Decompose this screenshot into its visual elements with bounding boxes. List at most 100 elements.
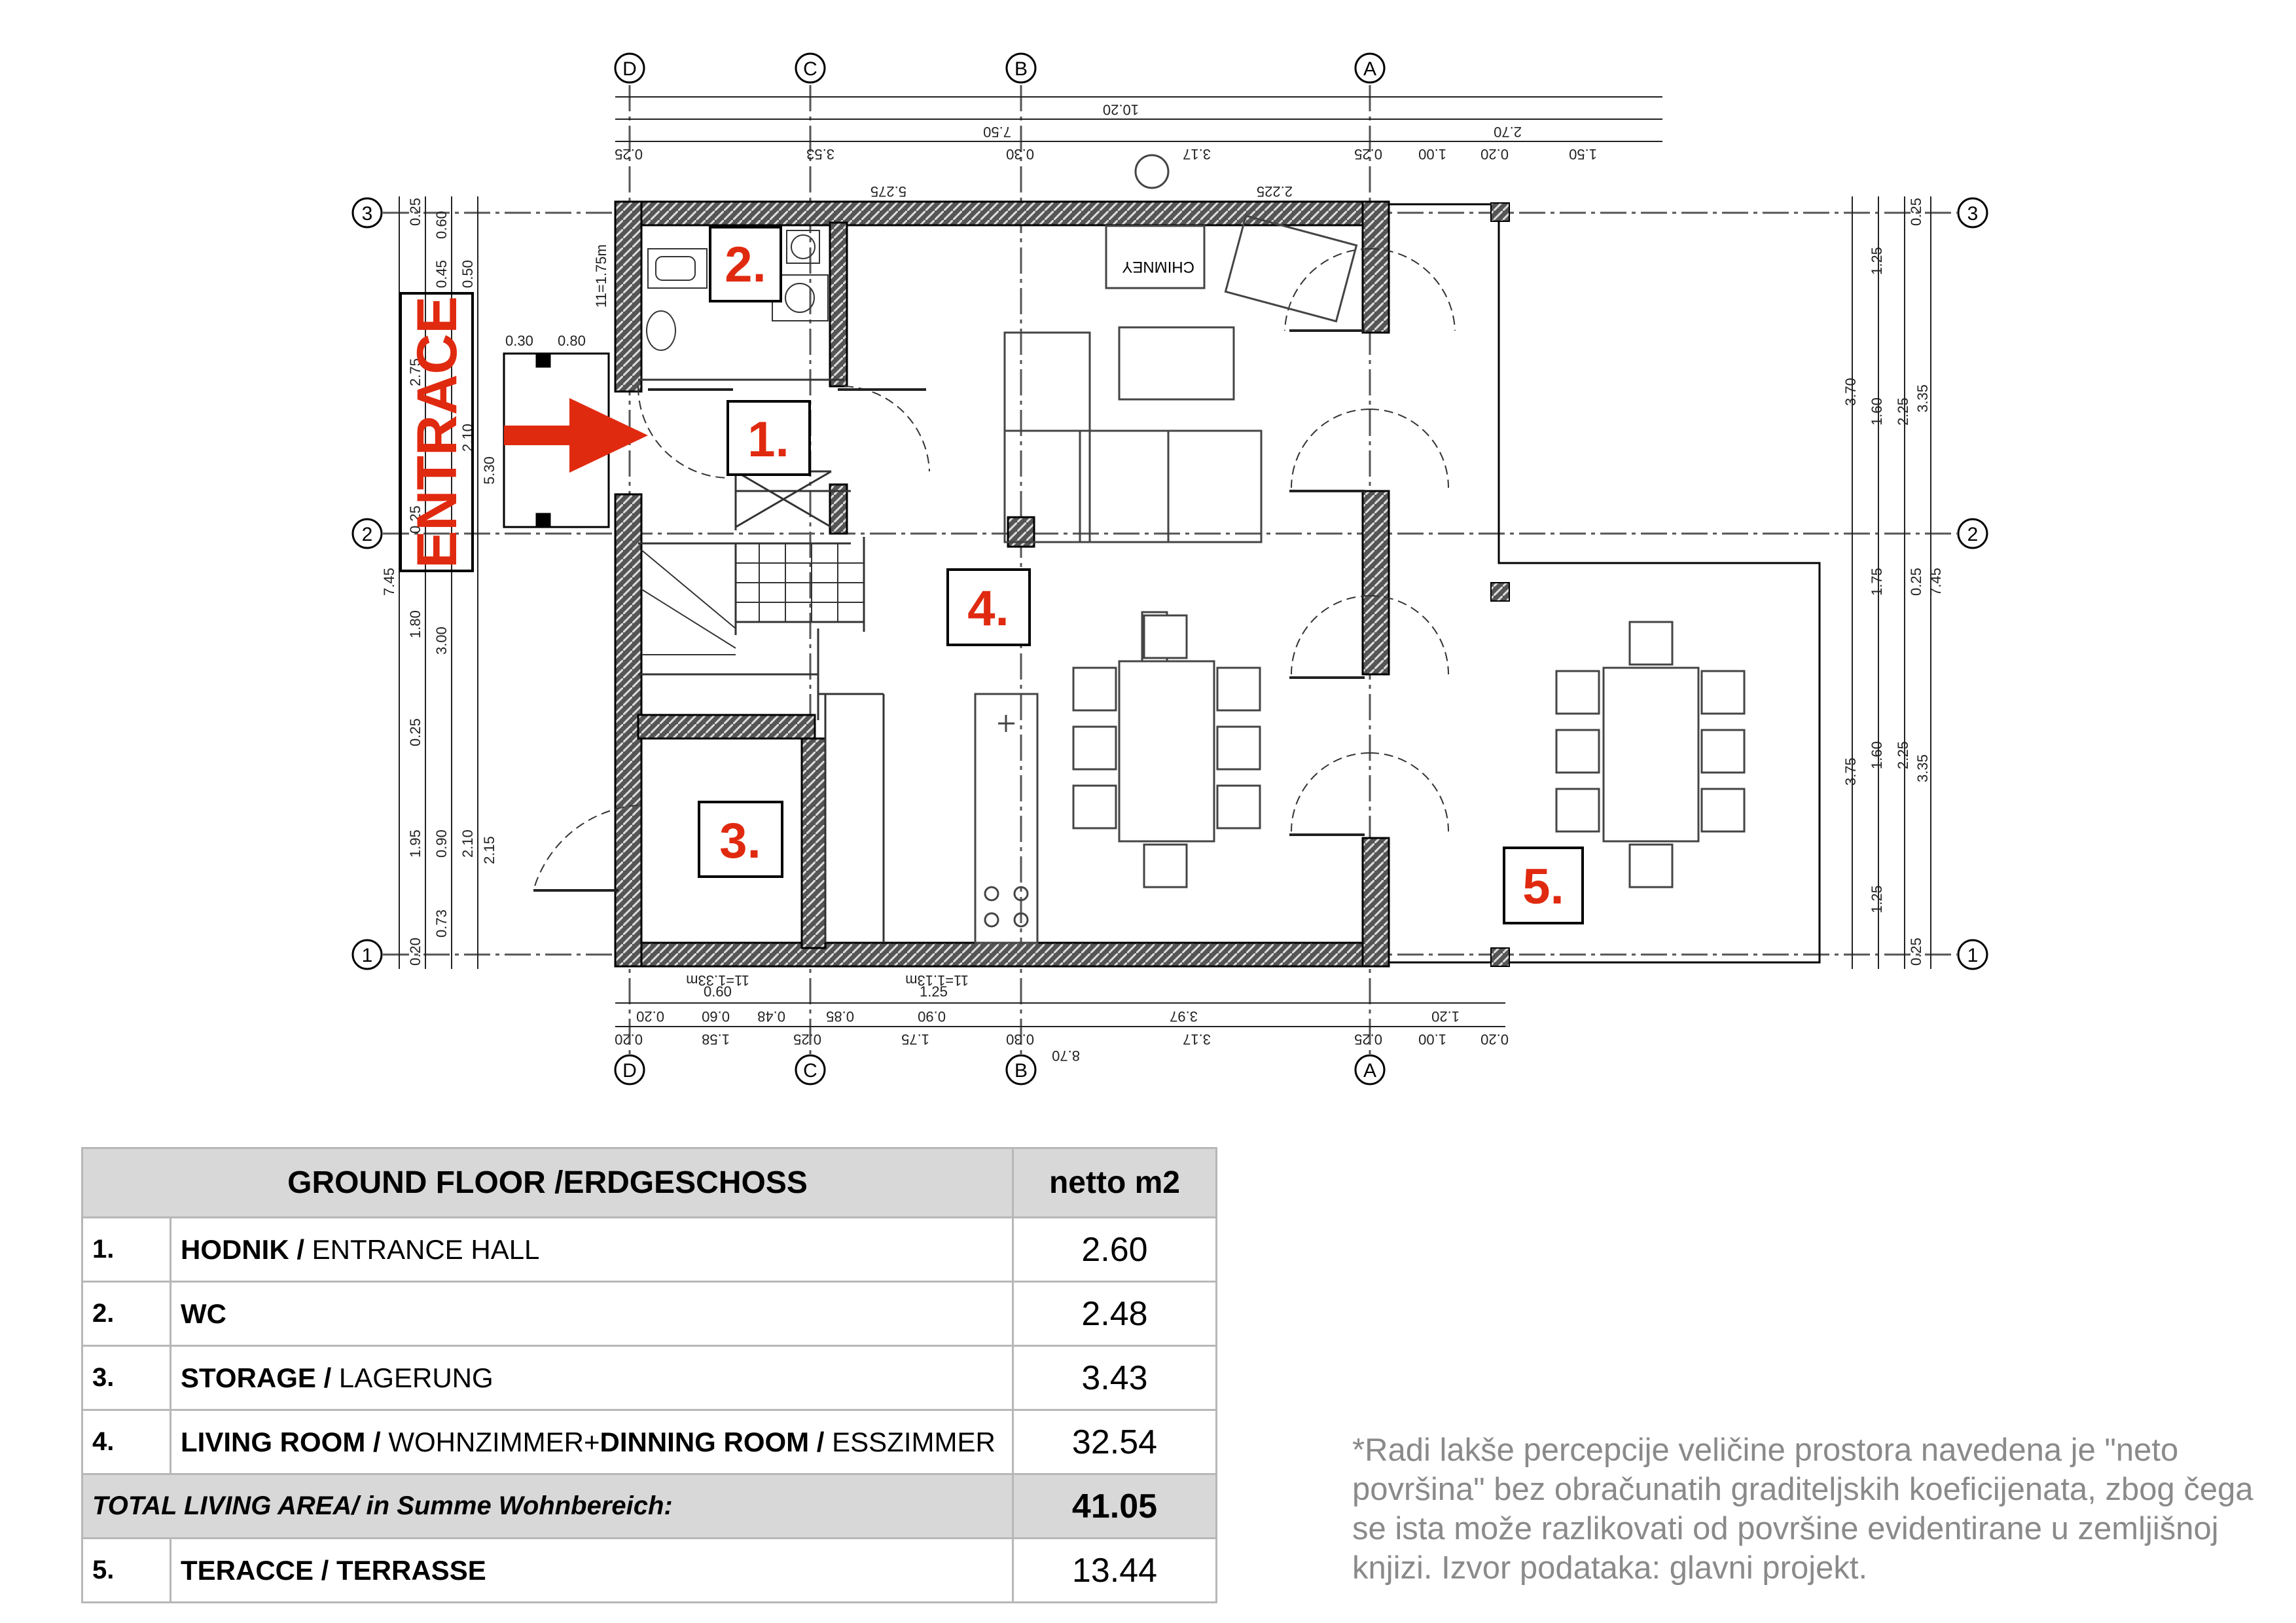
dim-bottom: 3.97 <box>1170 1008 1198 1025</box>
dim-bottom: 0.90 <box>918 1008 946 1025</box>
dim-left: 1.80 <box>407 610 423 638</box>
dimensions-bottom: 0.20 0.60 0.48 0.85 0.90 1.20 3.97 0.60 … <box>615 972 1509 1064</box>
unit-header: netto m2 <box>1012 1147 1217 1218</box>
dim-right: 3.35 <box>1914 754 1931 782</box>
dim-right: 2.25 <box>1895 397 1911 426</box>
entrance-arrow <box>504 398 648 473</box>
dim-top: 7.50 <box>983 124 1011 140</box>
table-title: GROUND FLOOR /ERDGESCHOSS <box>81 1147 1014 1218</box>
dim-bottom: 1.75 <box>901 1031 929 1048</box>
dim-left: 3.00 <box>433 627 450 655</box>
row-name-regular: WOHNZIMMER+ <box>380 1426 600 1457</box>
dimensions-left: 7.45 5.30 2.15 2.75 2.10 1.80 3.00 1.95 … <box>381 198 609 966</box>
axis-label-3-left: 3 <box>362 203 373 225</box>
table-row: 2. WC 2.48 <box>81 1281 1217 1347</box>
dining-tables <box>1072 614 1746 888</box>
dim-top: 2.225 <box>1257 183 1293 200</box>
row-name-regular: ENTRANCE HALL <box>304 1233 540 1265</box>
row-name-bold: STORAGE / <box>181 1362 332 1393</box>
dim-left: 2.75 <box>407 358 423 386</box>
dim-bottom: 0.20 <box>615 1031 643 1048</box>
dim-bottom: 1.58 <box>702 1031 730 1048</box>
dim-right: 0.25 <box>1908 568 1924 596</box>
dim-left: 0.25 <box>407 718 423 746</box>
dim-bottom: 0.30 <box>1006 1031 1034 1048</box>
dim-left: 2.10 <box>459 830 476 858</box>
dim-top: 0.25 <box>615 146 643 162</box>
chimney-label: CHIMNEY <box>1122 258 1194 276</box>
axis-label-c: C <box>803 58 817 80</box>
room-lines <box>638 378 885 943</box>
dim-bottom: 0.25 <box>793 1031 821 1048</box>
dim-bottom: 0.20 <box>1480 1031 1509 1048</box>
dim-top: 5.275 <box>870 183 906 200</box>
axis-label-a-bottom: A <box>1363 1060 1376 1082</box>
entrance-marker: ENTRACE <box>399 292 648 572</box>
exterior-walls <box>614 200 1390 968</box>
floor-plan: D C B A D C B A 3 2 1 3 2 1 <box>351 52 1988 1085</box>
axis-label-1-right: 1 <box>1967 945 1979 966</box>
table-row: 3. STORAGE / LAGERUNG 3.43 <box>81 1345 1217 1411</box>
row-name-bold: LIVING ROOM / <box>181 1426 381 1457</box>
dim-right: 3.70 <box>1842 378 1859 406</box>
dim-left: 7.45 <box>381 568 397 596</box>
row-number: 4. <box>81 1409 171 1475</box>
dim-left: 0.30 <box>505 333 533 349</box>
room-marker-2: 2. <box>725 237 766 293</box>
room-marker-1: 1. <box>747 412 789 467</box>
row-value: 32.54 <box>1012 1409 1217 1475</box>
axis-bubbles-bottom: D C B A <box>614 1054 1386 1085</box>
dim-left: 0.60 <box>433 211 450 239</box>
axis-label-d: D <box>622 58 637 80</box>
dim-bottom: 0.48 <box>757 1008 785 1025</box>
dim-right: 2.25 <box>1895 741 1911 769</box>
row-name: LIVING ROOM / WOHNZIMMER+DINNING ROOM / … <box>170 1409 1014 1475</box>
dim-right: 0.25 <box>1908 198 1924 226</box>
door-leaves <box>533 329 1365 892</box>
living-furniture <box>1003 154 1358 663</box>
total-label: TOTAL LIVING AREA/ in Summe Wohnbereich: <box>81 1473 1014 1539</box>
dim-bottom: 0.25 <box>1354 1031 1382 1048</box>
row-name: HODNIK / ENTRANCE HALL <box>170 1216 1014 1283</box>
dim-top: 2.70 <box>1494 124 1522 140</box>
row-number: 2. <box>81 1281 171 1347</box>
row-name: TERACCE / TERRASSE <box>170 1537 1014 1603</box>
dim-right: 0.25 <box>1908 938 1924 966</box>
dim-right: 1.25 <box>1869 885 1885 913</box>
row-number: 3. <box>81 1345 171 1411</box>
dim-bottom: 0.60 <box>704 983 732 1000</box>
dim-bottom: 0.20 <box>636 1008 664 1025</box>
dim-left: 1.95 <box>407 830 423 858</box>
row-name-regular: ESSZIMMER <box>824 1426 996 1457</box>
axis-bubbles-top: D C B A <box>614 52 1386 84</box>
kitchen-counter <box>974 693 1039 944</box>
dim-bottom: 1.25 <box>920 983 948 1000</box>
row-value: 3.43 <box>1012 1345 1217 1411</box>
room-marker-5: 5. <box>1522 859 1564 915</box>
dim-bottom: 0.85 <box>826 1008 854 1025</box>
area-table: GROUND FLOOR /ERDGESCHOSS netto m2 1. HO… <box>81 1147 1217 1603</box>
total-row: TOTAL LIVING AREA/ in Summe Wohnbereich:… <box>81 1473 1217 1539</box>
dim-top: 10.20 <box>1103 101 1139 118</box>
wc-fixtures <box>646 230 829 351</box>
dim-left: 0.25 <box>407 198 423 226</box>
dim-left: 0.73 <box>433 909 450 938</box>
dim-bottom: 0.60 <box>702 1008 730 1025</box>
room-marker-3: 3. <box>719 813 761 869</box>
area-disclaimer-note: *Radi lakše percepcije veličine prostora… <box>1352 1432 2253 1586</box>
dim-left: 0.20 <box>407 938 423 966</box>
axis-label-b-bottom: B <box>1014 1060 1028 1082</box>
dim-left: 2.15 <box>481 836 497 864</box>
dim-left: 11=1.75m <box>593 244 609 308</box>
terrace-outline <box>1388 203 1821 964</box>
dim-bottom: 3.17 <box>1183 1031 1211 1048</box>
row-name-bold: WC <box>181 1298 226 1329</box>
dim-bottom: 1.00 <box>1418 1031 1446 1048</box>
axis-label-1-left: 1 <box>362 945 373 966</box>
axis-label-d-bottom: D <box>622 1060 637 1082</box>
row-name: STORAGE / LAGERUNG <box>170 1345 1014 1411</box>
axis-label-3-right: 3 <box>1967 203 1979 225</box>
dimensions-right: 1.25 3.70 1.60 2.25 3.35 7.45 1.75 0.25 … <box>1842 198 1944 966</box>
dim-top: 1.00 <box>1418 146 1446 162</box>
row-name: WC <box>170 1281 1014 1347</box>
